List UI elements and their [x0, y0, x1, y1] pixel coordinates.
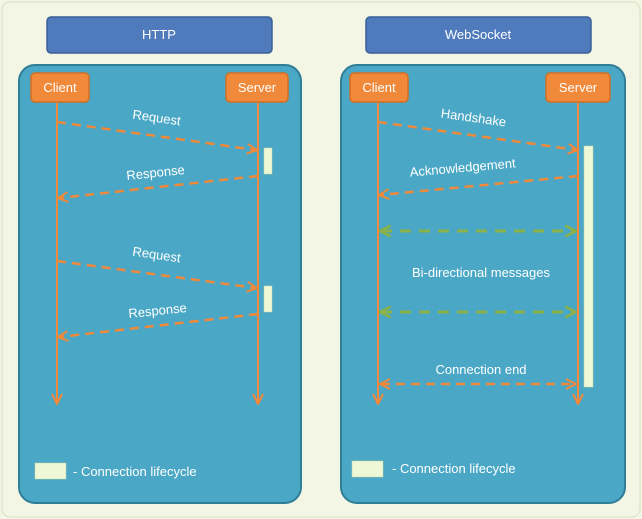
http-server-node	[225, 72, 289, 103]
http-client-node	[30, 72, 90, 103]
websocket-lifecycle-bar	[583, 145, 594, 388]
websocket-title: WebSocket	[445, 27, 512, 42]
http-lifecycle-bar-2	[263, 285, 273, 313]
websocket-connection-end-label: Connection end	[435, 362, 526, 377]
http-response-arrow-1	[59, 174, 259, 198]
websocket-header-box	[365, 16, 592, 54]
websocket-server-node	[545, 72, 611, 103]
websocket-legend-label: - Connection lifecycle	[392, 461, 516, 476]
http-panel	[18, 64, 302, 504]
http-server-label: Server	[238, 80, 277, 95]
http-request-label-1: Request	[132, 107, 182, 129]
http-response-label-2: Response	[128, 300, 188, 321]
http-legend-label: - Connection lifecycle	[73, 464, 197, 479]
http-client-label: Client	[43, 80, 77, 95]
websocket-handshake-arrow	[377, 120, 577, 150]
websocket-client-label: Client	[362, 80, 396, 95]
websocket-legend-swatch	[351, 460, 384, 478]
http-request-label-2: Request	[132, 244, 182, 266]
http-response-label-1: Response	[126, 162, 186, 183]
http-request-arrow-1	[56, 120, 256, 150]
websocket-ack-arrow	[380, 174, 579, 195]
websocket-client-node	[349, 72, 409, 103]
websocket-server-label: Server	[559, 80, 598, 95]
http-request-arrow-2	[56, 259, 256, 288]
websocket-bidirectional-label: Bi-directional messages	[412, 265, 551, 280]
http-title: HTTP	[142, 27, 176, 42]
http-response-arrow-2	[59, 312, 259, 337]
http-lifecycle-bar-1	[263, 147, 273, 175]
http-section: HTTP Client Server Request Response Requ…	[18, 16, 302, 504]
websocket-section: WebSocket Client Server Handshake Acknow…	[340, 16, 626, 504]
websocket-panel	[340, 64, 626, 504]
http-legend-swatch	[34, 462, 67, 480]
http-header-box	[46, 16, 273, 54]
